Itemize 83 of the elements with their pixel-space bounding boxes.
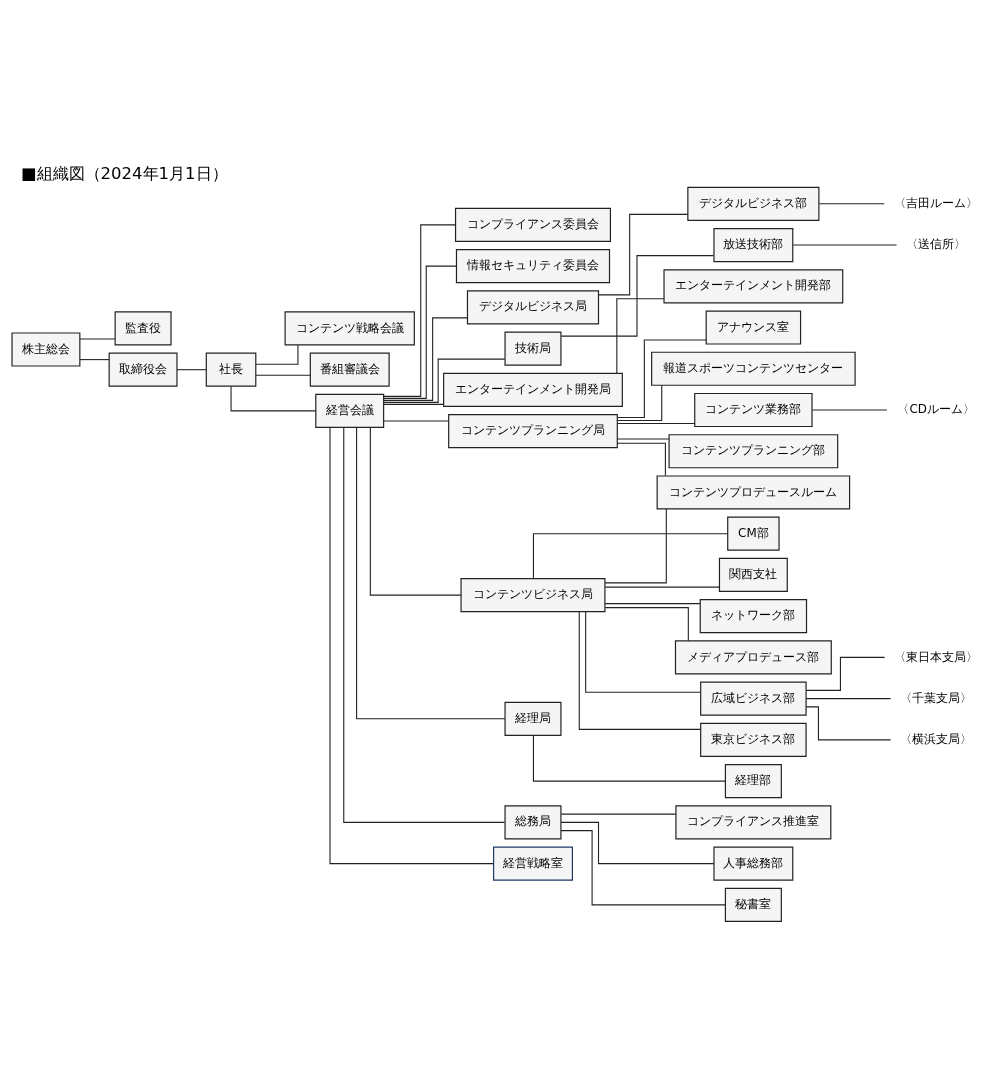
node-box: コンテンツプランニング局 <box>448 413 618 448</box>
node-text: 〈吉田ルーム〉 <box>894 195 979 210</box>
connector <box>255 344 299 365</box>
node-box: 秘書室 <box>724 887 782 922</box>
node-box: 情報セキュリティ委員会 <box>455 248 611 283</box>
node-box: コンプライアンス委員会 <box>454 207 611 242</box>
connector <box>578 610 702 730</box>
node-box: デジタルビジネス局 <box>466 289 600 324</box>
connector <box>616 384 663 421</box>
node-box: 人事総務部 <box>713 846 794 881</box>
node-box: 広域ビジネス部 <box>700 681 807 716</box>
connector <box>383 316 468 401</box>
connector <box>343 426 506 823</box>
connector <box>604 508 667 583</box>
node-box: CM部 <box>727 516 780 551</box>
connector <box>79 337 116 340</box>
connector <box>176 368 207 370</box>
node-box: コンテンツ戦略会議 <box>284 310 415 346</box>
connector <box>585 610 702 693</box>
connector <box>560 813 677 815</box>
node-box: メディアプロデュース部 <box>674 639 832 674</box>
connector <box>617 437 670 440</box>
connector <box>604 602 701 604</box>
diagram-title: ■組織図（2024年1月1日） <box>21 163 228 183</box>
node-text: 〈送信所〉 <box>906 236 967 251</box>
node-box: デジタルビジネス部 <box>687 186 820 221</box>
node-text: 〈東日本支局〉 <box>894 649 979 664</box>
connector <box>811 408 888 411</box>
node-box: エンターテインメント開発部 <box>663 268 844 303</box>
connector <box>383 265 457 399</box>
node-box: 取締役会 <box>108 352 178 387</box>
connector <box>383 419 449 422</box>
connector <box>818 202 885 204</box>
connector <box>369 426 462 596</box>
node-box: ネットワーク部 <box>699 598 808 633</box>
node-box: コンテンツビジネス局 <box>460 577 606 612</box>
node-box: コンテンツプランニング部 <box>668 433 839 468</box>
node-box: アナウンス室 <box>705 309 802 345</box>
node-box: 番組審議会 <box>309 352 390 387</box>
node-box: コンテンツプロデュースルーム <box>656 474 851 510</box>
node-box: コンテンツ業務部 <box>694 392 813 427</box>
connector <box>598 213 689 295</box>
node-box: 経営戦略室 <box>493 846 573 881</box>
node-box: エンターテインメント開発局 <box>443 372 623 407</box>
connector <box>805 697 892 699</box>
node-text: 〈CDルーム〉 <box>897 401 975 416</box>
node-box: 放送技術部 <box>713 227 794 262</box>
connector <box>617 442 666 476</box>
connector <box>79 358 110 360</box>
node-box: 株主総会 <box>11 331 81 367</box>
node-text: 〈横浜支局〉 <box>900 731 973 746</box>
node-box: 監査役 <box>114 310 172 346</box>
connector <box>329 426 494 864</box>
node-box: 社長 <box>205 352 257 387</box>
connector <box>617 422 696 424</box>
connector <box>560 821 715 864</box>
connector <box>230 385 317 411</box>
connector <box>805 705 892 740</box>
connector <box>383 223 456 397</box>
connector <box>560 254 715 337</box>
node-box: 関西支社 <box>718 557 788 592</box>
node-box: 報道スポーツコンテンツセンター <box>651 351 856 386</box>
connector <box>805 656 886 691</box>
connector <box>604 606 689 641</box>
connector <box>383 403 444 405</box>
node-box: 東京ビジネス部 <box>700 722 807 757</box>
connector <box>532 734 726 782</box>
node-box: 経理部 <box>724 763 782 798</box>
connector <box>616 297 665 374</box>
node-box: コンプライアンス推進室 <box>675 804 832 839</box>
node-box: 総務局 <box>504 804 562 839</box>
node-box: 経理局 <box>504 701 562 736</box>
connector <box>532 532 729 579</box>
connector <box>604 586 720 588</box>
connector <box>792 244 898 246</box>
node-text: 〈千葉支局〉 <box>900 690 973 705</box>
connector <box>356 426 506 719</box>
connector <box>255 374 311 376</box>
connector <box>383 358 506 403</box>
node-box: 経営会議 <box>315 393 385 428</box>
connector <box>616 339 707 418</box>
connector <box>560 829 726 905</box>
node-box: 技術局 <box>504 331 562 366</box>
